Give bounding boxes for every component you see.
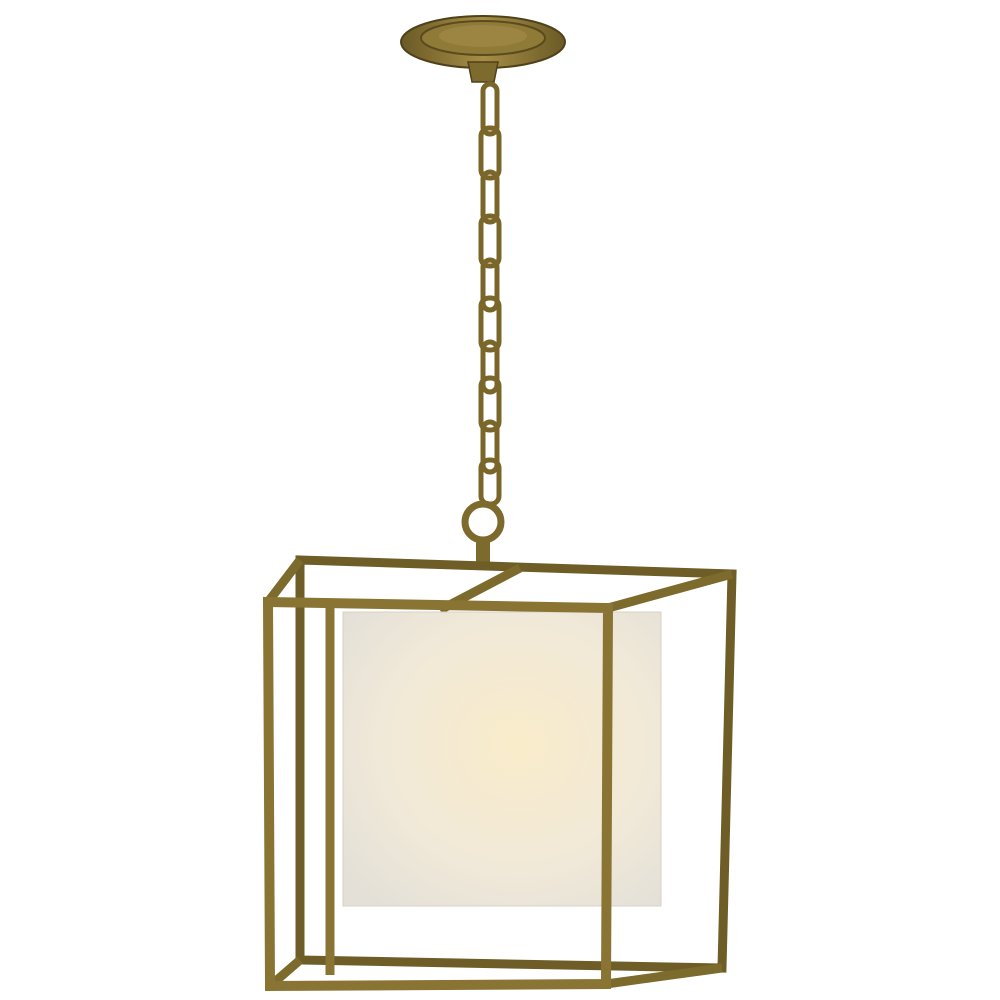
linen-shade [342,611,662,907]
cage-front-frame [262,596,614,992]
hanging-loop [476,538,490,568]
hanging-ring [461,500,505,544]
chain [478,81,502,507]
ceiling-canopy [400,15,566,83]
